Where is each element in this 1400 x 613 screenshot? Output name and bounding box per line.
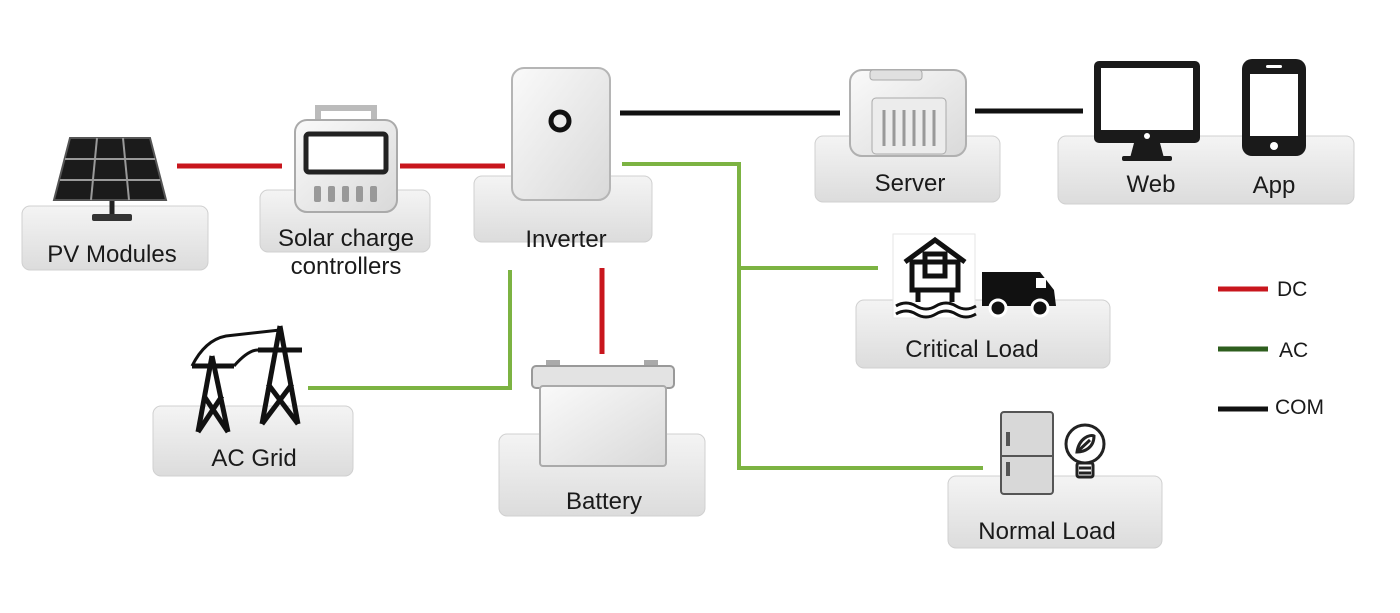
- web-label: Web: [1127, 171, 1176, 198]
- house-icon: [892, 233, 977, 319]
- phone-icon: [1242, 59, 1306, 156]
- ac-line-inverter-to-loads: [622, 162, 983, 470]
- monitor-icon: [1094, 61, 1200, 161]
- node-labels: PV Modules Solar charge controllers Inve…: [47, 170, 1295, 545]
- ac-grid-label: AC Grid: [211, 445, 296, 472]
- ac-lines: [308, 162, 983, 470]
- rv-icon: [982, 272, 1056, 318]
- solar-charge-label-line1: Solar charge: [278, 225, 414, 252]
- light-bulb-icon: [1064, 423, 1106, 479]
- transmission-tower-icon: [190, 325, 302, 434]
- solar-panel-icon: [52, 137, 168, 221]
- legend-ac-label: AC: [1279, 339, 1308, 362]
- dc-lines: [177, 163, 605, 354]
- critical-load-label: Critical Load: [905, 336, 1038, 363]
- pv-platform: [21, 205, 209, 271]
- normal-load-label: Normal Load: [978, 518, 1115, 545]
- battery-icon: [531, 360, 675, 467]
- inverter-label: Inverter: [525, 226, 606, 253]
- charge-controller-icon: [294, 105, 398, 213]
- battery-label: Battery: [566, 488, 642, 515]
- server-label: Server: [875, 170, 946, 197]
- com-lines: [620, 108, 1083, 116]
- ac-line-grid-to-inverter: [308, 270, 512, 390]
- web-app-platform: [1057, 135, 1355, 205]
- inverter-icon: [511, 67, 611, 201]
- legend-com-label: COM: [1275, 396, 1324, 419]
- app-label: App: [1253, 172, 1296, 199]
- server-icon: [849, 69, 967, 157]
- pv-modules-label: PV Modules: [47, 241, 176, 268]
- solar-charge-label-line2: controllers: [291, 253, 402, 280]
- refrigerator-icon: [1000, 411, 1054, 495]
- legend: DC AC COM: [1218, 278, 1324, 419]
- legend-dc-label: DC: [1277, 278, 1307, 301]
